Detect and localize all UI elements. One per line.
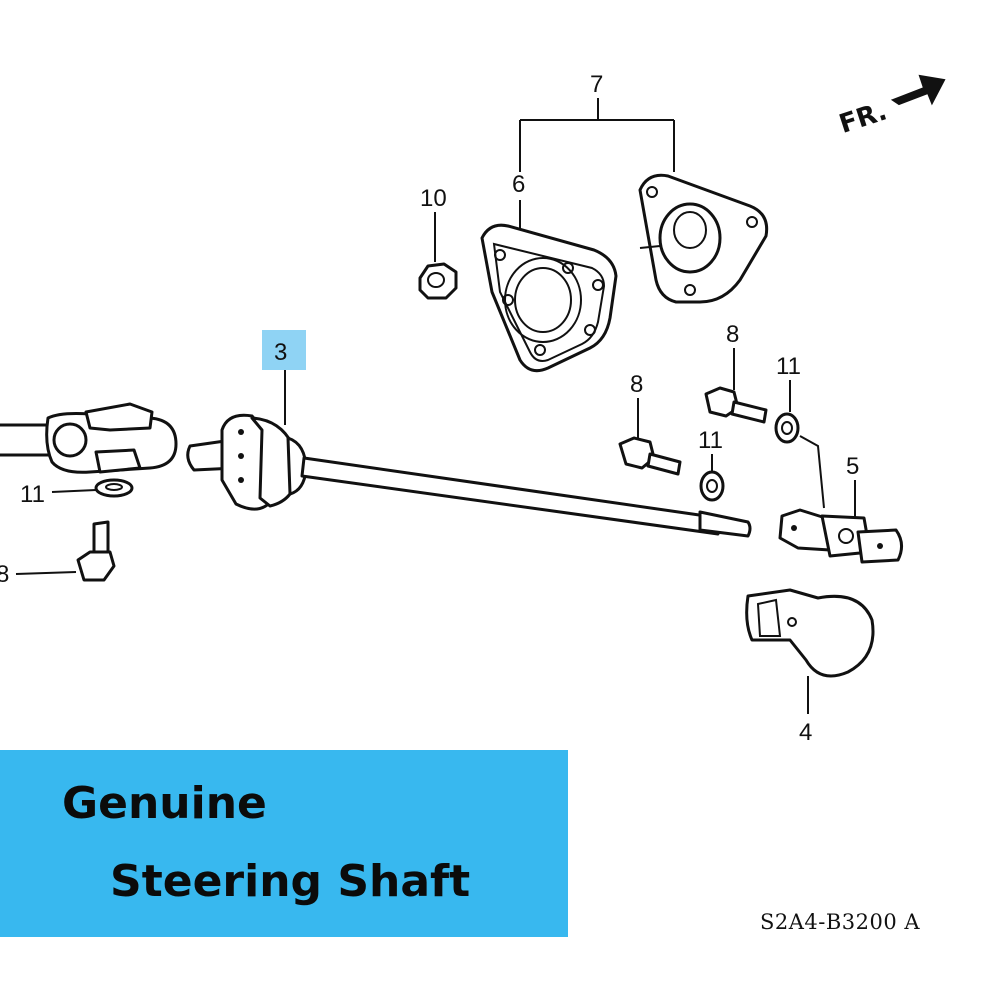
banner-title-line1: Genuine — [62, 778, 267, 829]
front-label: FR. — [836, 96, 891, 139]
callout-11-right: 11 — [776, 353, 801, 380]
callout-7-group: 7 — [519, 71, 675, 172]
part-8-bolt-left: 8 — [0, 520, 116, 588]
part-11-washer-middle: 11 — [698, 427, 725, 502]
part-11-washer-left: 11 — [20, 478, 134, 508]
callout-10: 10 — [420, 185, 447, 212]
callout-11-left: 11 — [20, 481, 45, 508]
part-left-column — [0, 402, 178, 474]
part-4-boot: 4 — [745, 588, 875, 746]
part-7-housing — [638, 173, 769, 304]
callout-7: 7 — [590, 71, 603, 98]
part-8-bolt-middle: 8 — [618, 371, 682, 476]
callout-11-middle: 11 — [698, 427, 723, 454]
part-5-joint: 5 — [778, 453, 903, 564]
diagram-code: S2A4-B3200 A — [760, 910, 921, 934]
callout-3-group: 3 — [262, 330, 306, 425]
title-banner: Genuine Steering Shaft — [0, 750, 568, 937]
callout-3: 3 — [274, 339, 287, 366]
front-direction-marker: FR. — [836, 74, 946, 140]
banner-title-line2: Steering Shaft — [110, 856, 471, 907]
callout-8-right: 8 — [726, 321, 739, 348]
callout-5: 5 — [846, 453, 859, 480]
arrow-right-icon — [890, 74, 946, 106]
callout-6: 6 — [512, 171, 525, 198]
part-11-washer-right: 11 — [774, 353, 825, 509]
part-8-bolt-right: 8 — [704, 321, 768, 424]
part-10-nut: 10 — [418, 185, 458, 300]
callout-4: 4 — [799, 719, 812, 746]
callout-8-left: 8 — [0, 561, 9, 588]
part-3-shaft — [186, 413, 752, 538]
callout-3-highlight — [262, 330, 306, 370]
callout-8-middle: 8 — [630, 371, 643, 398]
part-6-gasket: 6 — [480, 171, 618, 373]
